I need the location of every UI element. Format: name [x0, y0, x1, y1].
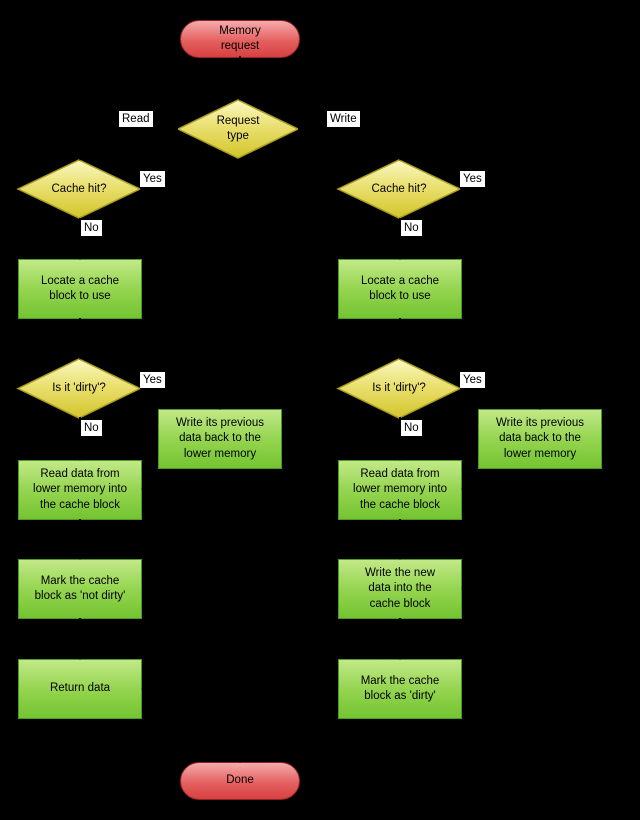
node-memory-request: Memory request: [180, 20, 300, 58]
node-write-back-write: Write its previous data back to the lowe…: [478, 409, 602, 469]
node-locate-cache-block-read: Locate a cache block to use: [18, 259, 142, 319]
connector-dirty-yes-write: [460, 387, 546, 410]
edge-label-yes-is-dirty-write: Yes: [460, 372, 485, 389]
connector-return-to-done: [79, 719, 246, 763]
label-cache-hit-read: Cache hit?: [51, 182, 107, 195]
node-locate-cache-block-write: Locate a cache block to use: [338, 259, 462, 319]
connector-mark-dirty-to-done: [234, 719, 401, 763]
edge-label-read: Read: [119, 111, 153, 128]
node-mark-not-dirty: Mark the cache block as 'not dirty': [18, 559, 142, 619]
connector-dirty-yes-read: [140, 387, 226, 410]
connector-writeback-to-read-lower: [141, 469, 221, 495]
edge-label-no-is-dirty-write: No: [401, 420, 422, 437]
node-write-new-data: Write the new data into the cache block: [338, 559, 462, 619]
edge-label-no-cache-hit-write: No: [401, 220, 422, 237]
node-read-from-lower-memory-write: Read data from lower memory into the cac…: [338, 460, 462, 520]
node-mark-dirty: Mark the cache block as 'dirty': [338, 659, 462, 719]
edge-label-yes-cache-hit-write: Yes: [460, 171, 485, 188]
connector-group: [74, 56, 546, 763]
edge-label-no-is-dirty-read: No: [81, 420, 102, 437]
edge-label-yes-is-dirty-read: Yes: [140, 372, 165, 389]
node-done: Done: [180, 762, 300, 800]
connector-cache-hit-yes-write: [460, 188, 475, 594]
label-is-dirty-write: Is it 'dirty'?: [372, 382, 426, 395]
connector-write-branch: [298, 128, 406, 161]
node-read-from-lower-memory-read: Read data from lower memory into the cac…: [18, 460, 142, 520]
node-write-back-read: Write its previous data back to the lowe…: [158, 409, 282, 469]
node-return-data: Return data: [18, 659, 142, 719]
label-is-dirty-read: Is it 'dirty'?: [52, 382, 106, 395]
connector-writeback-to-read-lower-write: [461, 469, 541, 495]
edge-label-no-cache-hit-read: No: [81, 220, 102, 237]
edge-label-write: Write: [327, 111, 360, 128]
edge-label-yes-cache-hit-read: Yes: [140, 171, 165, 188]
connector-read-branch: [74, 128, 178, 161]
label-cache-hit-write: Cache hit?: [371, 182, 427, 195]
label-request-type: Request type: [216, 115, 260, 142]
